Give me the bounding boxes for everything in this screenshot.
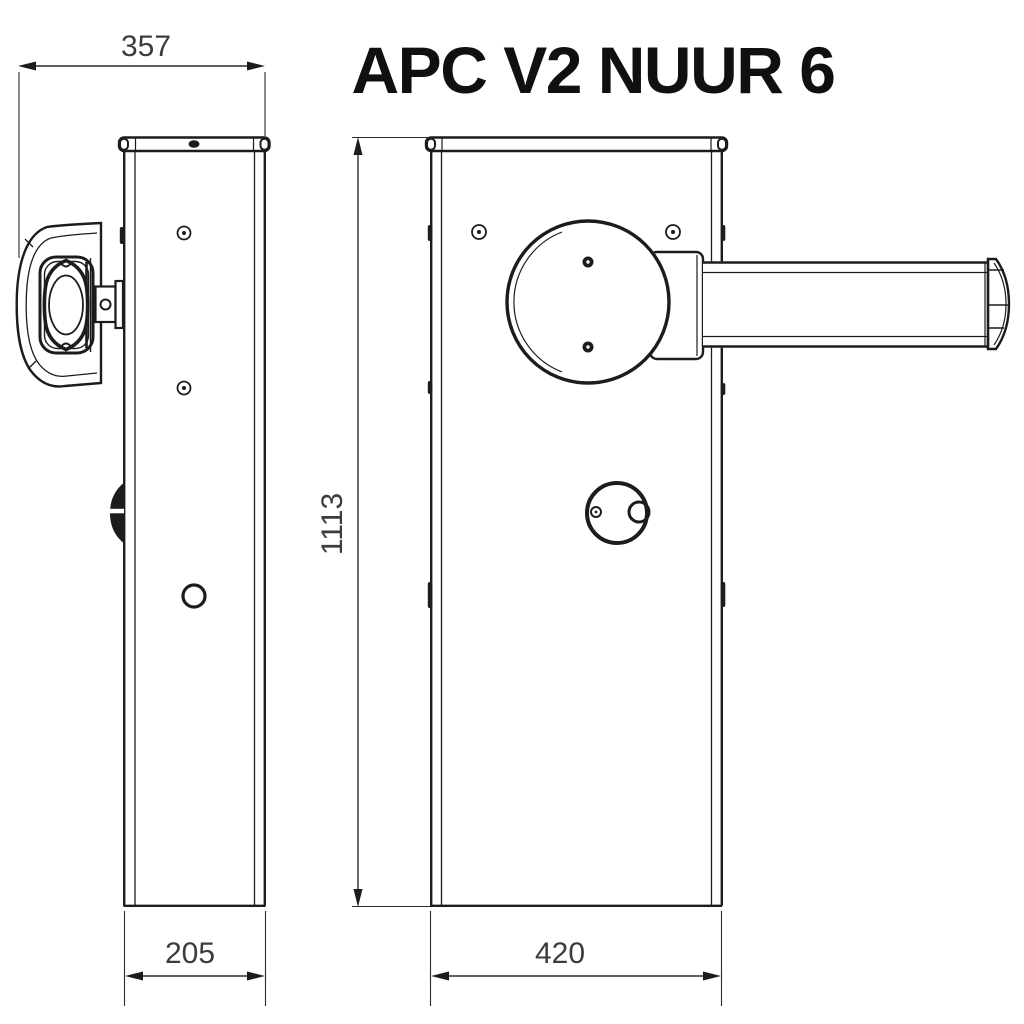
side-view-boom-bracket	[15, 221, 125, 388]
dimension-label-cabinet-height: 1113	[316, 492, 349, 556]
dimension-label-front-width: 420	[534, 937, 586, 970]
panel-screw	[471, 224, 681, 240]
boom-arm	[703, 261, 988, 348]
dimension-205	[123, 911, 267, 1006]
dimension-420	[429, 911, 723, 1006]
side-hole	[181, 583, 207, 609]
lock-detail	[585, 481, 651, 545]
dimension-357	[18, 61, 266, 258]
dimension-label-side-depth: 205	[164, 937, 216, 970]
side-view-cabinet	[108, 136, 271, 907]
dimension-1113	[352, 136, 430, 908]
drawing-title: APC V2 NUUR 6	[351, 33, 836, 107]
panel-screw	[176, 225, 192, 396]
boom-end-cap	[986, 257, 1011, 351]
front-view-boom	[505, 219, 1011, 385]
dimension-label-side-overall-width: 357	[120, 30, 172, 63]
cap-screw	[188, 140, 200, 148]
flange-bolts	[582, 256, 594, 353]
boom-flange-circle	[505, 219, 671, 385]
edge-tab	[119, 227, 125, 244]
edge-tabs	[427, 225, 726, 608]
